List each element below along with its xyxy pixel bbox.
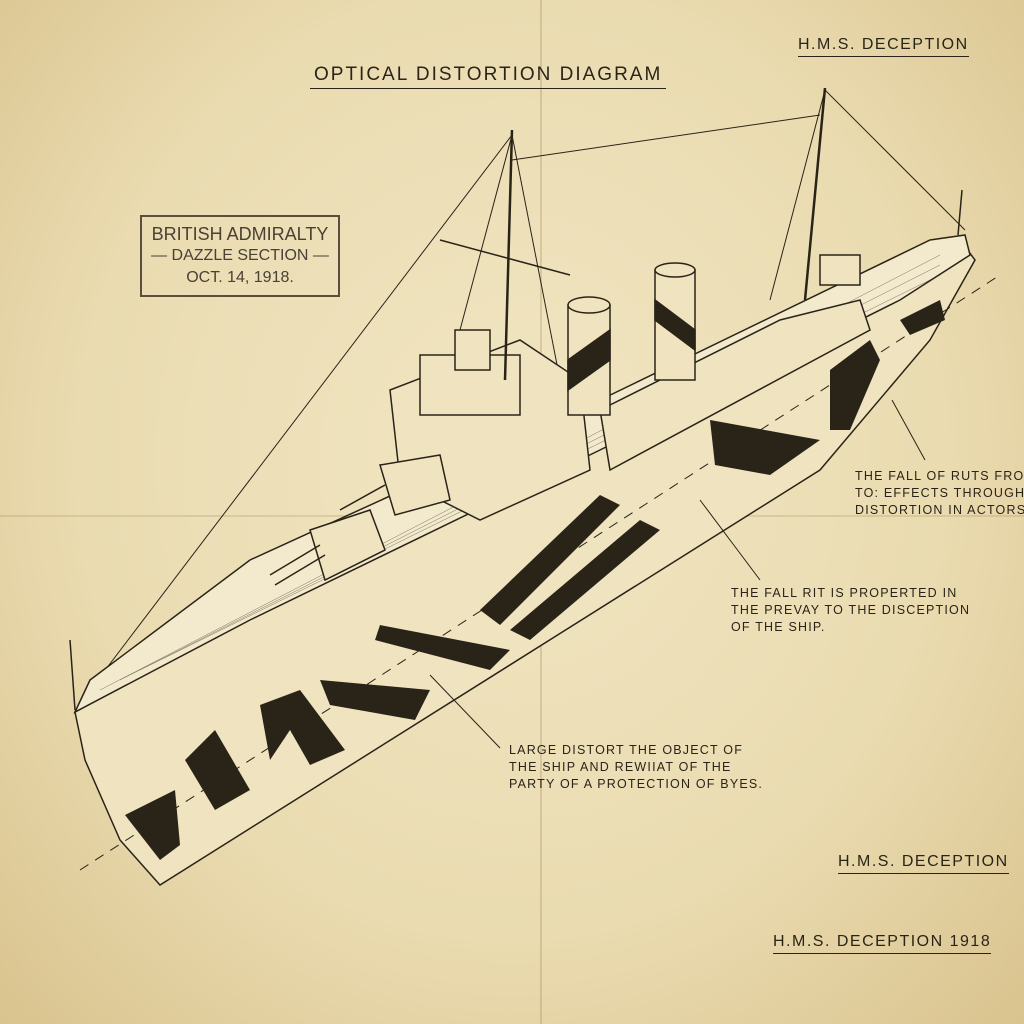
funnel-2 [654, 262, 696, 381]
ship-name-top: H.M.S. DECEPTION [798, 36, 969, 57]
annotation-3: LARGE DISTORT THE OBJECT OF THE SHIP AND… [509, 742, 763, 793]
stamp-line-3: OCT. 14, 1918. [186, 269, 294, 286]
gun-turret-aft [339, 454, 451, 516]
page-title: OPTICAL DISTORTION DIAGRAM [310, 64, 667, 89]
funnel-1 [567, 296, 611, 416]
gun-turret-forward [269, 509, 386, 586]
masts [69, 87, 963, 711]
annotation-line: PARTY OF A PROTECTION OF BYES. [509, 777, 764, 791]
dazzle-camouflage [125, 300, 945, 860]
stamp-line-1: BRITISH ADMIRALTY [151, 224, 329, 244]
admiralty-stamp: BRITISH ADMIRALTY — DAZZLE SECTION — OCT… [140, 215, 340, 297]
annotation-line: DISTORTION IN ACTORS. [855, 503, 1024, 517]
annotation-2: THE FALL RIT IS PROPERTED IN THE PREVAY … [731, 585, 970, 636]
annotation-leaders [429, 399, 926, 749]
annotation-line: TO: EFFECTS THROUGH A [855, 486, 1024, 500]
annotation-line: THE SHIP AND REWIIAT OF THE [509, 760, 732, 774]
annotation-line: THE PREVAY TO THE DISCEPTION [731, 603, 971, 617]
annotation-line: OF THE SHIP. [731, 620, 826, 634]
centerline-dashed [79, 274, 1001, 871]
annotation-line: THE FALL RIT IS PROPERTED IN [731, 586, 958, 600]
annotation-line: LARGE DISTORT THE OBJECT OF [509, 743, 744, 757]
rigging [89, 89, 966, 691]
annotation-1: THE FALL OF RUTS FRO TO: EFFECTS THROUGH… [855, 468, 1024, 519]
annotation-line: THE FALL OF RUTS FRO [855, 469, 1024, 483]
ship-name-dated-label: H.M.S. DECEPTION 1918 [773, 933, 992, 954]
stamp-line-2: — DAZZLE SECTION — [151, 247, 329, 264]
ship-name-label: H.M.S. DECEPTION [838, 853, 1009, 874]
